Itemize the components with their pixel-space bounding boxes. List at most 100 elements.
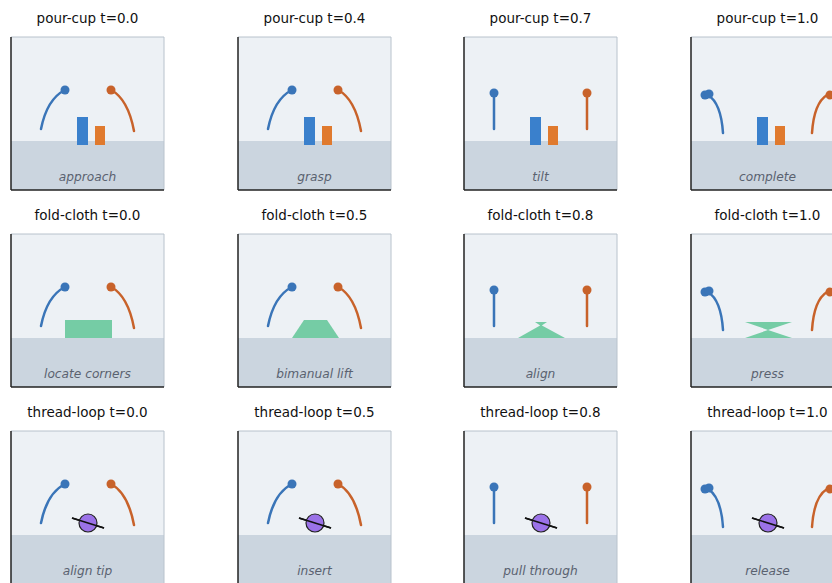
subplot-panel: pour-cup t=1.0complete [691, 37, 832, 190]
gripper [583, 286, 592, 295]
spine [238, 37, 391, 38]
ground [238, 141, 391, 190]
thread [752, 518, 784, 528]
spine [690, 234, 692, 387]
spine [10, 37, 12, 190]
robot-arm [41, 484, 65, 523]
ground [238, 535, 391, 583]
gripper [107, 480, 116, 489]
sky [238, 431, 391, 583]
panel-art [11, 234, 164, 387]
gripper [490, 286, 499, 295]
spine [391, 234, 392, 387]
phase-label: approach [11, 170, 164, 184]
spine [11, 431, 164, 432]
panel-title: thread-loop t=1.0 [651, 404, 832, 420]
spine [238, 386, 391, 388]
ground [464, 141, 617, 190]
robot-arm [493, 94, 496, 129]
phase-label: press [691, 367, 832, 381]
sky [238, 37, 391, 190]
spine [463, 234, 465, 387]
ground [11, 141, 164, 190]
gripper [583, 89, 592, 98]
panel-art [691, 431, 832, 583]
panel-art [464, 37, 617, 190]
spine [10, 431, 12, 583]
cup [304, 117, 315, 145]
cloth [292, 320, 339, 338]
gripper [334, 283, 343, 292]
robot-arm [812, 489, 827, 527]
panel-art [238, 234, 391, 387]
phase-label: tilt [464, 170, 617, 184]
ground [238, 338, 391, 387]
phase-label: insert [238, 564, 391, 578]
subplot-panel: pour-cup t=0.0approach [11, 37, 164, 190]
robot-arm [708, 292, 723, 330]
panel-art [691, 234, 832, 387]
thread [525, 518, 557, 528]
cup [322, 126, 332, 145]
gripper [490, 483, 499, 492]
ground [464, 338, 617, 387]
spine [617, 37, 618, 190]
phase-label: align tip [11, 564, 164, 578]
ground [464, 535, 617, 583]
panel-title: fold-cloth t=1.0 [651, 207, 832, 223]
thread [299, 518, 331, 528]
ground [11, 535, 164, 583]
gripper [826, 91, 832, 100]
cloth [745, 322, 792, 338]
spine [691, 431, 832, 432]
sky [238, 234, 391, 387]
gripper [288, 480, 297, 489]
spine [391, 431, 392, 583]
cup [757, 117, 768, 145]
panel-title: pour-cup t=0.7 [424, 10, 657, 26]
spine [464, 386, 617, 388]
panel-art [11, 37, 164, 190]
subplot-panel: pour-cup t=0.7tilt [464, 37, 617, 190]
ground [691, 535, 832, 583]
spine [617, 431, 618, 583]
robot-arm [586, 94, 589, 129]
sky [691, 234, 832, 387]
panel-title: thread-loop t=0.0 [0, 404, 204, 420]
gripper [107, 86, 116, 95]
sky [691, 37, 832, 190]
robot-arm [268, 484, 292, 523]
gripper [826, 485, 832, 494]
spine [237, 37, 239, 190]
panel-title: fold-cloth t=0.8 [424, 207, 657, 223]
robot-arm [708, 95, 723, 133]
phase-label: align [464, 367, 617, 381]
phase-label: bimanual lift [238, 367, 391, 381]
phase-label: release [691, 564, 832, 578]
spine [464, 234, 617, 235]
gripper [583, 483, 592, 492]
gripper [705, 90, 714, 99]
robot-arm [268, 287, 292, 326]
cloth [518, 322, 565, 338]
sky [11, 234, 164, 387]
gripper [107, 283, 116, 292]
subplot-panel: thread-loop t=1.0release [691, 431, 832, 583]
cup [530, 117, 541, 145]
gripper [705, 287, 714, 296]
spine [11, 234, 164, 235]
panel-title: thread-loop t=0.5 [198, 404, 431, 420]
sky [464, 234, 617, 387]
panel-art [691, 37, 832, 190]
spine [463, 431, 465, 583]
spine [691, 189, 832, 191]
robot-arm [493, 291, 496, 326]
spine [238, 431, 391, 432]
gripper [334, 480, 343, 489]
spine [237, 431, 239, 583]
robot-arm [41, 90, 65, 129]
spine [690, 37, 692, 190]
gripper [288, 86, 297, 95]
gripper [61, 283, 70, 292]
